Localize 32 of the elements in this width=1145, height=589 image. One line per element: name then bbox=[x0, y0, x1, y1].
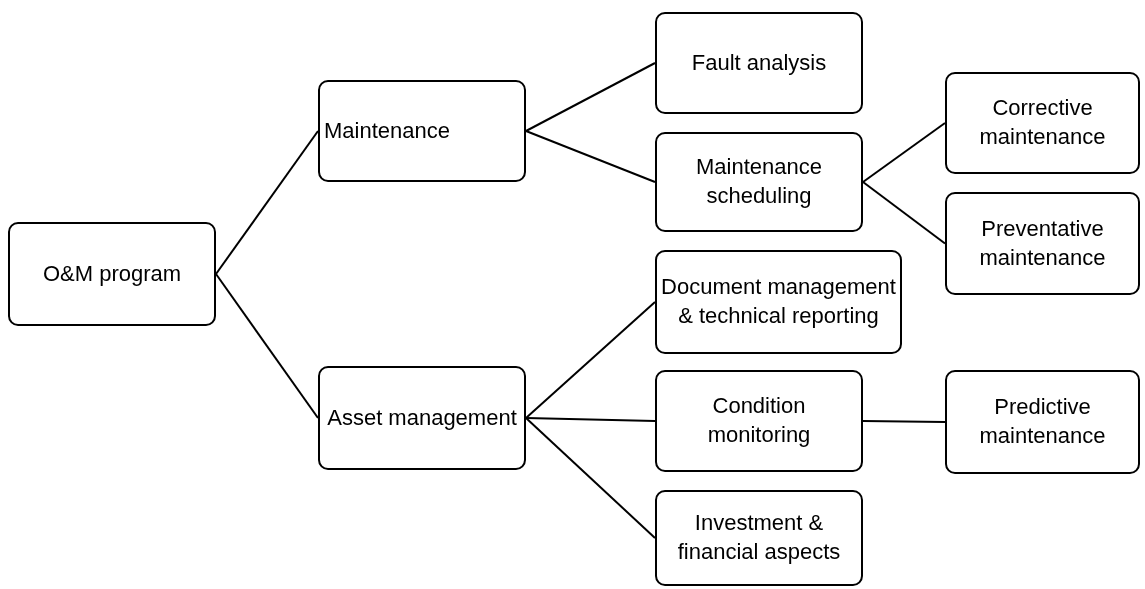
process-box bbox=[655, 12, 863, 114]
process-box bbox=[655, 132, 863, 232]
connector-line bbox=[862, 181, 946, 245]
box-label: Document management & technical reporting bbox=[661, 273, 896, 330]
connector-line bbox=[525, 301, 656, 419]
box-label: Maintenance bbox=[324, 116, 450, 145]
process-box bbox=[655, 490, 863, 586]
connector-line bbox=[862, 122, 946, 183]
box-label: Predictive maintenance bbox=[978, 393, 1107, 450]
process-box bbox=[8, 222, 216, 326]
box-label: Corrective maintenance bbox=[978, 94, 1107, 151]
box-label: Fault analysis bbox=[691, 48, 827, 77]
connector-line bbox=[215, 273, 319, 419]
process-box bbox=[318, 366, 526, 470]
connector-line bbox=[525, 417, 656, 422]
box-label: Asset management bbox=[327, 403, 517, 432]
process-box bbox=[318, 80, 526, 182]
connector-line bbox=[525, 62, 656, 132]
connector-line bbox=[525, 130, 656, 183]
box-label: Investment & financial aspects bbox=[676, 509, 842, 566]
box-label: Preventative maintenance bbox=[978, 214, 1107, 272]
process-box bbox=[945, 72, 1140, 174]
process-box bbox=[655, 250, 902, 354]
process-box bbox=[945, 370, 1140, 474]
connector-line bbox=[215, 130, 319, 275]
connector-line bbox=[525, 417, 656, 539]
box-label: Maintenance scheduling bbox=[695, 153, 823, 210]
connector-line bbox=[862, 420, 946, 423]
box-label: O&M program bbox=[42, 259, 182, 288]
process-box bbox=[945, 192, 1140, 295]
box-label: Condition monitoring bbox=[706, 392, 812, 449]
process-box bbox=[655, 370, 863, 472]
